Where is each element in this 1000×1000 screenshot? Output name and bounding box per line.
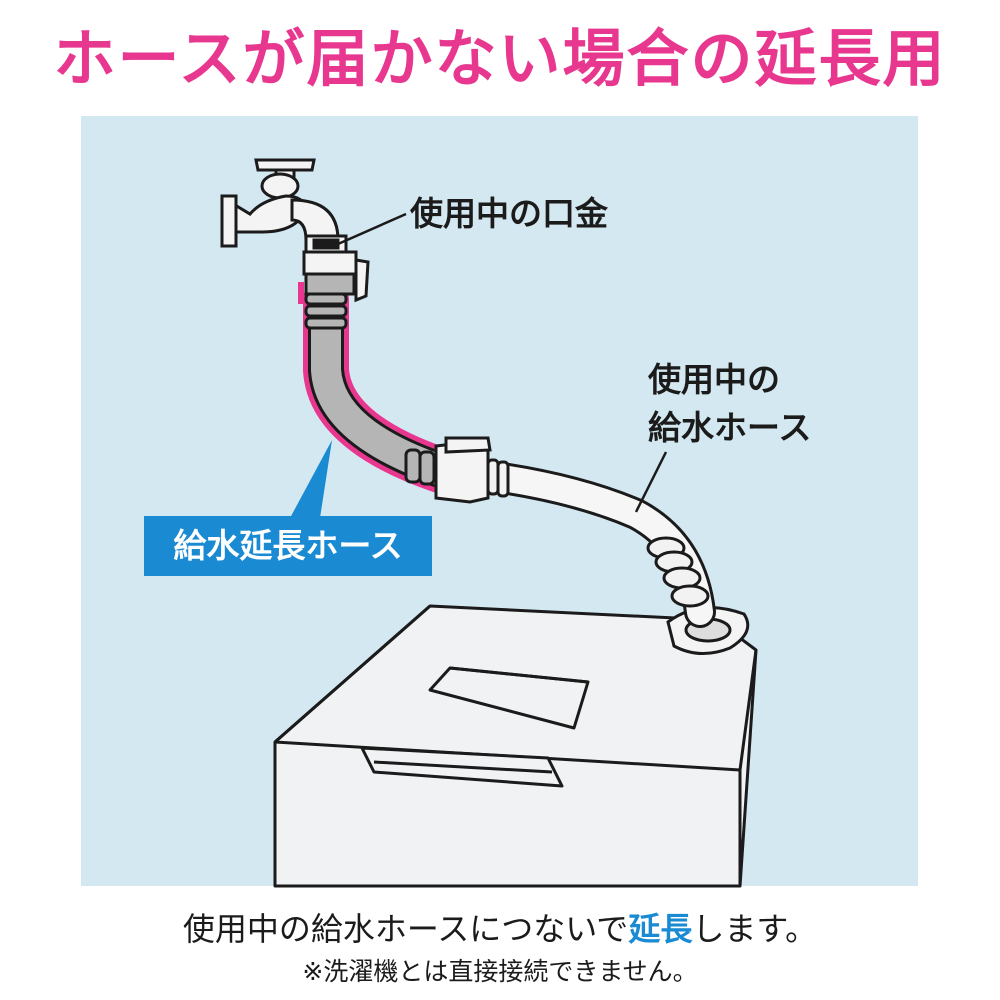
label-supply-hose-line1: 使用中の [648, 360, 780, 399]
washing-machine-illustration [273, 604, 758, 888]
label-extension-hose: 給水延長ホース [144, 516, 432, 576]
faucet-illustration [220, 158, 348, 254]
leader-lines [337, 212, 668, 513]
note: ※洗濯機とは直接接続できません。 [302, 957, 698, 986]
caption-emphasis: 延長 [628, 910, 693, 948]
caption-pre: 使用中の給水ホースにつないで [182, 910, 629, 948]
label-supply-hose-line2: 給水ホース [648, 408, 812, 447]
supply-hose-illustration [486, 462, 716, 628]
label-faucet-fitting: 使用中の口金 [410, 194, 608, 233]
caption: 使用中の給水ホースにつないで延長します。 [0, 904, 1000, 950]
extension-hose-pointer [290, 440, 332, 518]
extension-hose-illustration [298, 250, 510, 504]
caption-post: します。 [692, 910, 818, 948]
page-title: ホースが届かない場合の延長用 [53, 22, 947, 95]
